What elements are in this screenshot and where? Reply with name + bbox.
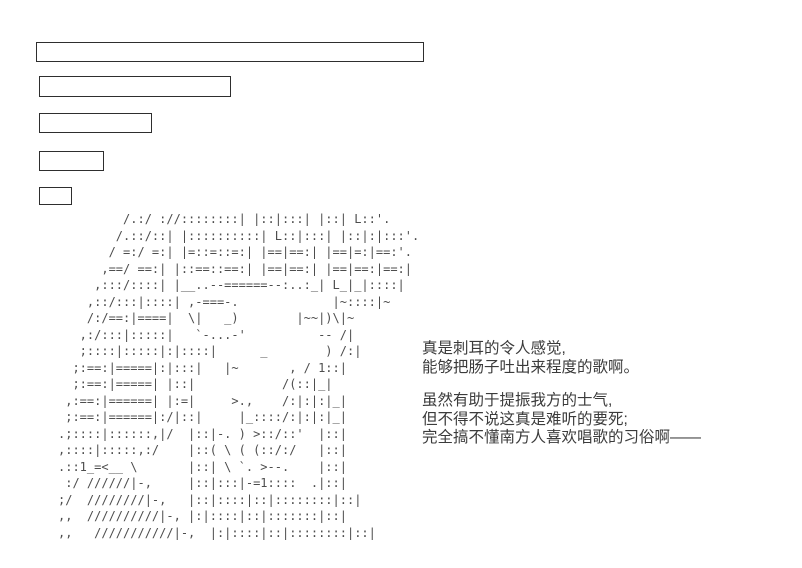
- dialogue-paragraph-1: 真是刺耳的令人感觉, 能够把肠子吐出来程度的歌啊。: [422, 340, 752, 377]
- echo-box-4: [39, 151, 104, 171]
- echo-box-5: [39, 187, 72, 205]
- dialogue-paragraph-2: 虽然有助于提振我方的士气, 但不得不说这真是难听的要死; 完全搞不懂南方人喜欢唱…: [422, 392, 752, 448]
- echo-box-2: [39, 76, 231, 97]
- ascii-art-character: /.:/ ://::::::::| |::|:::| |::| L::'. /.…: [58, 212, 420, 540]
- dialogue-text: 真是刺耳的令人感觉, 能够把肠子吐出来程度的歌啊。 虽然有助于提振我方的士气, …: [422, 340, 752, 448]
- dialogue-line: 真是刺耳的令人感觉,: [422, 340, 566, 357]
- dialogue-line: 完全搞不懂南方人喜欢唱歌的习俗啊——: [422, 429, 702, 446]
- echo-box-1: [36, 42, 424, 62]
- echo-box-3: [39, 113, 152, 133]
- dialogue-line: 能够把肠子吐出来程度的歌啊。: [422, 358, 640, 376]
- dialogue-line: 但不得不说这真是难听的要死;: [422, 410, 628, 428]
- dialogue-line: 虽然有助于提振我方的士气,: [422, 392, 613, 409]
